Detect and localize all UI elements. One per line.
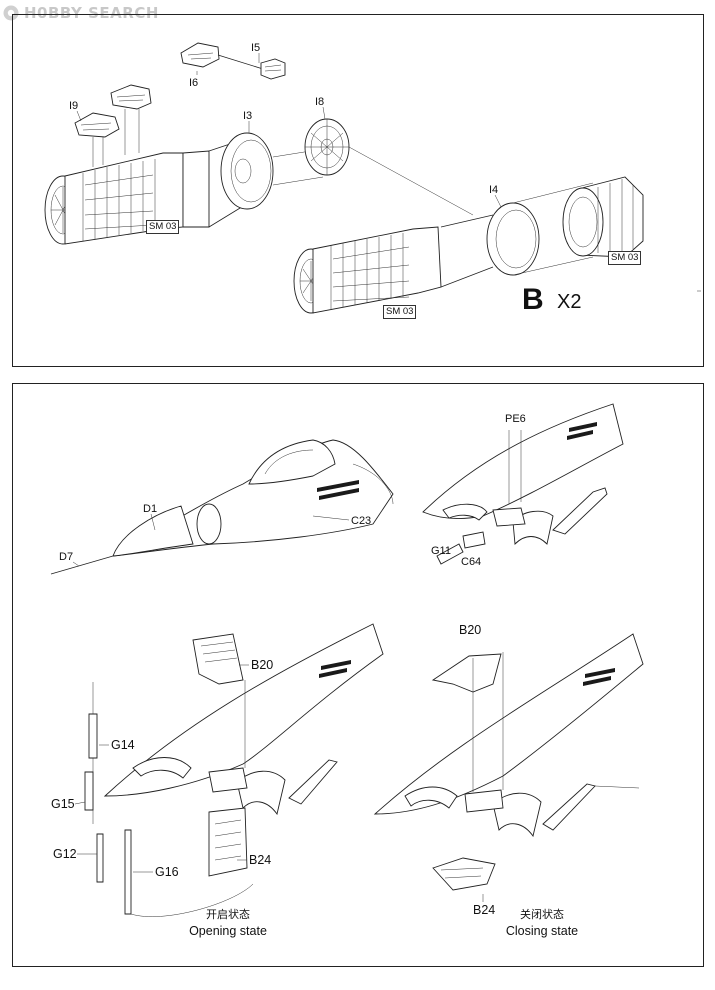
- part-i3: [220, 132, 324, 210]
- sm-tag-1: SM 03: [146, 220, 180, 234]
- label-i3: I3: [243, 110, 252, 122]
- label-g14: G14: [111, 738, 135, 752]
- sm-tag-3: SM 03: [608, 251, 642, 265]
- engine-lower: [293, 214, 494, 314]
- label-d1: D1: [143, 503, 157, 515]
- quantity-label: X2: [557, 291, 582, 313]
- label-b24-closed: B24: [473, 903, 495, 917]
- label-pe6: PE6: [505, 413, 526, 425]
- part-i5-i6: [180, 42, 286, 80]
- nozzle: [562, 176, 644, 258]
- nose-cockpit-view: [50, 439, 394, 575]
- watermark: H0BBY SEARCH: [2, 2, 159, 24]
- label-i5: I5: [251, 42, 260, 54]
- label-i4: I4: [489, 184, 498, 196]
- closing-state-en: Closing state: [505, 924, 579, 938]
- part-i9: [74, 84, 152, 167]
- sm-tag-2: SM 03: [383, 305, 417, 319]
- engine-upper: [44, 138, 246, 245]
- label-i6: I6: [189, 77, 198, 89]
- label-i8: I8: [315, 96, 324, 108]
- variant-letter: B: [522, 283, 544, 316]
- engine-drawing: I5 I6 I9 I3 I8 I4: [44, 42, 701, 314]
- label-b24-open: B24: [249, 853, 271, 867]
- opening-state-en: Opening state: [189, 924, 267, 938]
- opening-state-cn: 开启状态: [206, 908, 250, 921]
- closing-state-cn: 关闭状态: [520, 908, 564, 921]
- label-g12: G12: [53, 847, 77, 861]
- fuselage-drawing: D1 D7 C23 PE6 G11 C64: [50, 403, 644, 917]
- label-b20-closed: B20: [459, 623, 481, 637]
- label-g11: G11: [431, 545, 451, 557]
- opening-state-view: [84, 623, 384, 917]
- part-i4: [486, 182, 594, 276]
- fuselage-assembly-panel: D1 D7 C23 PE6 G11 C64: [12, 383, 704, 967]
- label-i9: I9: [69, 100, 78, 112]
- gear-bay-view: [422, 403, 624, 565]
- closing-state-caption: 关闭状态 Closing state: [477, 906, 607, 940]
- label-c64: C64: [461, 556, 481, 568]
- opening-state-caption: 开启状态 Opening state: [163, 906, 293, 940]
- closing-state-view: [373, 633, 644, 891]
- engine-assembly-panel: I5 I6 I9 I3 I8 I4 SM 03 SM 03 SM 03 B X2: [12, 14, 704, 367]
- label-d7: D7: [59, 551, 73, 563]
- label-c23: C23: [351, 515, 371, 527]
- watermark-text: H0BBY SEARCH: [24, 4, 159, 22]
- label-b20-open: B20: [251, 658, 273, 672]
- label-g15: G15: [51, 797, 75, 811]
- part-i8: [304, 118, 474, 216]
- label-g16: G16: [155, 865, 179, 879]
